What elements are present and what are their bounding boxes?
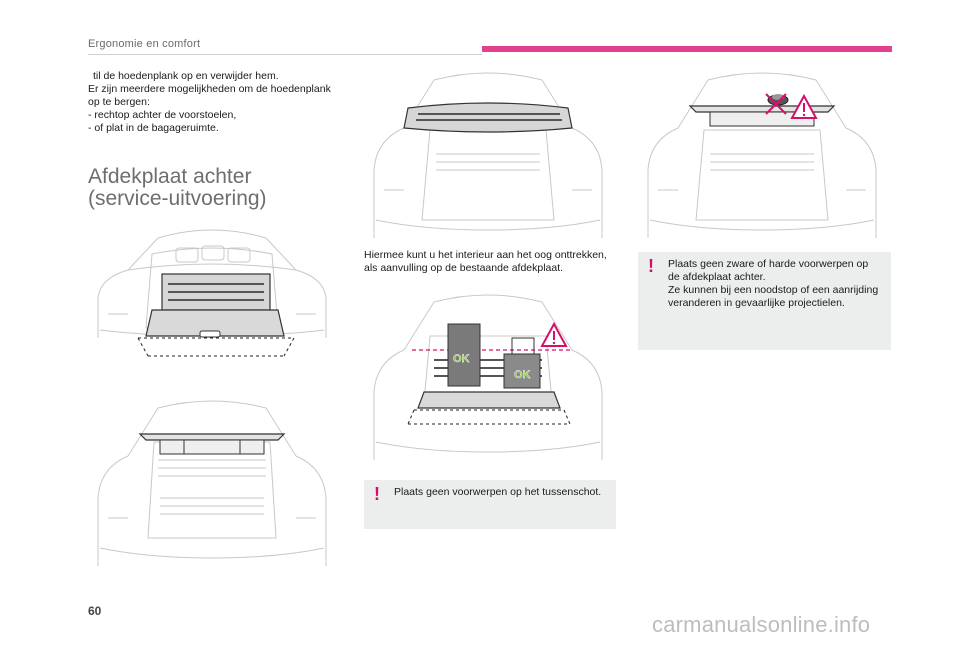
- middle-text: Hiermee kunt u het interieur aan het oog…: [364, 249, 607, 274]
- intro-item-2: - of plat in de bagageruimte.: [88, 122, 219, 134]
- illustration-no-heavy-objects: [647, 72, 877, 238]
- illustration-ok-loading: OK OK: [373, 294, 603, 460]
- illustration-cover-upright: [97, 229, 327, 357]
- watermark: carmanualsonline.info: [652, 612, 871, 637]
- page-number: 60: [88, 604, 102, 618]
- header-accent-bar: [482, 46, 892, 52]
- exclamation-icon: !: [648, 256, 654, 276]
- warning-line-1: Plaats geen zware of harde voorwerpen op…: [668, 258, 869, 283]
- section-title-line-1: Afdekplaat achter: [88, 165, 252, 188]
- illustration-cover-flat: [97, 400, 327, 566]
- ok-label-1: OK: [453, 353, 470, 365]
- intro-item-1: - rechtop achter de voorstoelen,: [88, 109, 237, 121]
- exclamation-icon: !: [374, 484, 380, 504]
- warning-text: Plaats geen voorwerpen op het tussenscho…: [394, 486, 602, 498]
- section-header: Ergonomie en comfort: [88, 38, 201, 50]
- illustration-parcel-shelf: [373, 72, 603, 238]
- warning-triangle-icon: [540, 321, 568, 347]
- section-title: Afdekplaat achter (service-uitvoering): [88, 166, 348, 210]
- section-title-line-2: (service-uitvoering): [88, 187, 267, 210]
- warning-triangle-icon: [790, 93, 818, 119]
- intro-line-1-text: til de hoedenplank op en verwijder hem.: [93, 70, 279, 82]
- forbidden-cross-icon: [765, 93, 787, 115]
- intro-line-1: til de hoedenplank op en verwijder hem.: [88, 70, 338, 83]
- warning-box-heavy-objects: ! Plaats geen zware of harde voorwerpen …: [638, 252, 891, 350]
- warning-line-2: Ze kunnen bij een noodstop of een aanrij…: [668, 284, 879, 309]
- intro-text: til de hoedenplank op en verwijder hem. …: [88, 70, 338, 135]
- ok-label-2: OK: [514, 369, 531, 381]
- warning-box-partition: ! Plaats geen voorwerpen op het tussensc…: [364, 480, 616, 529]
- intro-line-2: Er zijn meerdere mogelijkheden om de hoe…: [88, 83, 331, 108]
- warning-text: Plaats geen zware of harde voorwerpen op…: [668, 258, 881, 310]
- header-divider: [88, 54, 482, 55]
